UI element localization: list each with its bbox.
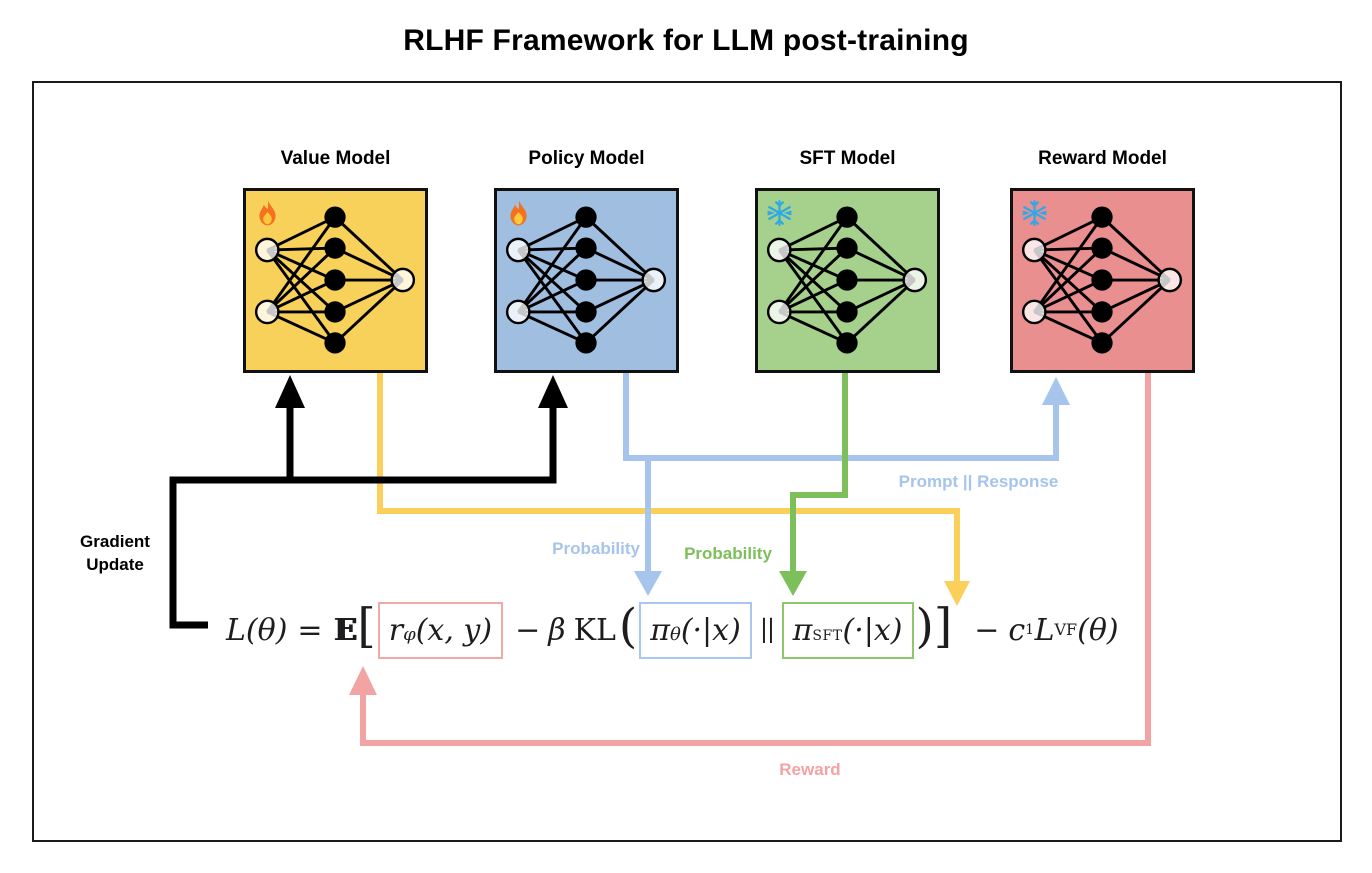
beta-symbol: β — [548, 612, 566, 648]
sft-model-label: SFT Model — [799, 148, 896, 169]
reward-nn-graph — [1013, 191, 1192, 370]
equals-sign: = — [297, 612, 323, 648]
gradient-update-arrow — [169, 375, 568, 629]
reward-model-box — [1010, 188, 1195, 373]
policy-nn-graph — [497, 191, 676, 370]
diagram-title: RLHF Framework for LLM post-training — [403, 24, 969, 57]
reward-model-label: Reward Model — [1038, 148, 1167, 169]
prompt-response-arrow-blue — [623, 373, 1070, 461]
probability-sft-label: Probability — [684, 544, 772, 563]
policy-model-label: Policy Model — [528, 148, 645, 169]
fire-icon — [254, 199, 281, 227]
reward-arrow-red — [349, 373, 1151, 746]
prompt-response-label: Prompt || Response — [898, 472, 1059, 491]
minus-sign: − — [515, 612, 541, 648]
c1-coefficient: c — [1008, 612, 1026, 648]
value-model-label: Value Model — [280, 148, 391, 169]
value-loss-term: L — [1034, 612, 1055, 648]
snowflake-icon — [1021, 199, 1048, 227]
probability-policy-label: Probability — [552, 539, 640, 558]
sft-probability-arrow-green — [779, 373, 848, 596]
sft-model-box — [755, 188, 940, 373]
minus-sign: − — [974, 612, 1000, 648]
policy-probability-arrow-blue — [634, 456, 662, 596]
gradient-update-label: Gradient Update — [80, 532, 150, 574]
value-model-box — [243, 188, 428, 373]
value-nn-graph — [246, 191, 425, 370]
policy-model-box — [494, 188, 679, 373]
formula-lhs: L(θ) — [226, 612, 288, 648]
kl-divergence: KL — [573, 612, 616, 648]
snowflake-icon — [766, 199, 793, 227]
reward-label: Reward — [779, 760, 841, 779]
parallel-bars: || — [759, 613, 775, 643]
sft-nn-graph — [758, 191, 937, 370]
fire-icon — [505, 199, 532, 227]
value-loss-arrow-yellow — [377, 373, 970, 606]
